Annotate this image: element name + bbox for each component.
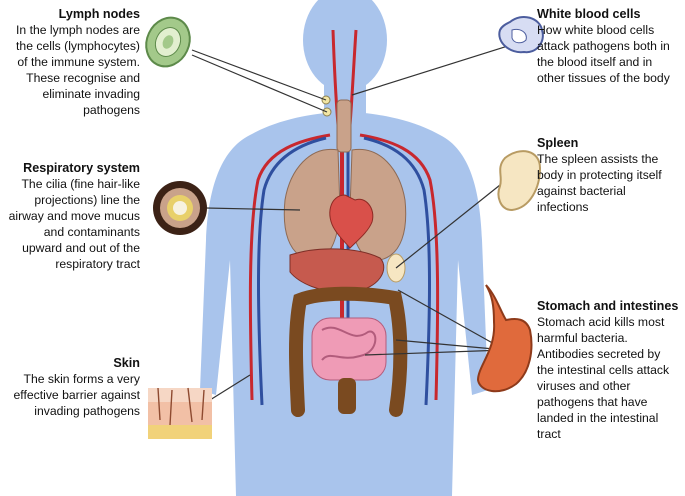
large-intestine: [289, 286, 408, 417]
label-skin-text: The skin forms a very effective barrier …: [13, 372, 140, 418]
rectum: [338, 378, 356, 414]
label-lymph-nodes-title: Lymph nodes: [58, 7, 140, 21]
label-white-blood-cells-title: White blood cells: [537, 7, 641, 21]
airway-cross-section-icon: [153, 181, 207, 235]
label-white-blood-cells: White blood cells How white blood cells …: [537, 6, 679, 86]
lymph-node-icon: [145, 16, 191, 68]
white-blood-cell-icon: [498, 15, 544, 54]
label-spleen-title: Spleen: [537, 136, 579, 150]
spleen-icon: [497, 150, 542, 212]
trachea: [336, 99, 352, 153]
label-respiratory-text: The cilia (fine hair-like projections) l…: [8, 177, 140, 271]
label-lymph-nodes: Lymph nodes In the lymph nodes are the c…: [6, 6, 140, 118]
label-spleen: Spleen The spleen assists the body in pr…: [537, 135, 679, 215]
label-lymph-nodes-text: In the lymph nodes are the cells (lympho…: [16, 23, 140, 117]
label-spleen-text: The spleen assists the body in protectin…: [537, 152, 662, 214]
label-skin: Skin The skin forms a very effective bar…: [6, 355, 140, 419]
label-stomach-intestines: Stomach and intestines Stomach acid kill…: [537, 298, 679, 442]
pointer-lines: [191, 39, 528, 401]
label-respiratory: Respiratory system The cilia (fine hair-…: [6, 160, 140, 272]
skin-layers-icon: [148, 387, 212, 439]
label-white-blood-cells-text: How white blood cells attack pathogens b…: [537, 23, 670, 85]
stomach-icon: [476, 284, 533, 393]
label-skin-title: Skin: [113, 356, 140, 370]
liver: [289, 248, 385, 293]
small-intestine: [311, 317, 387, 381]
label-stomach-intestines-text: Stomach acid kills most harmful bacteria…: [537, 315, 670, 441]
label-stomach-intestines-title: Stomach and intestines: [537, 299, 679, 313]
label-respiratory-title: Respiratory system: [23, 161, 140, 175]
heart: [329, 194, 374, 249]
